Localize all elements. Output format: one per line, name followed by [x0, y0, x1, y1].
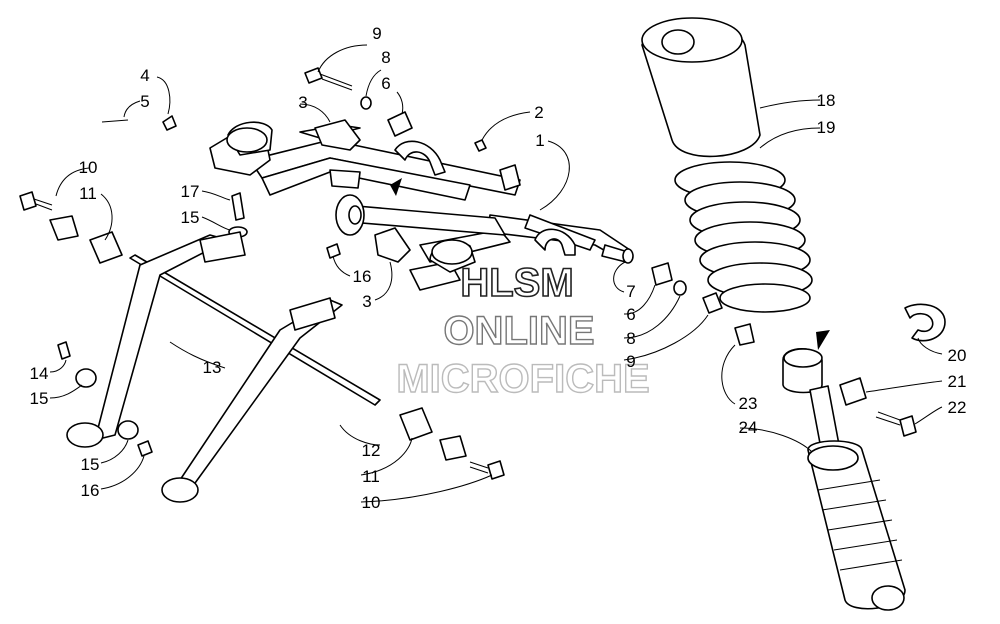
callout-8: 8	[381, 48, 390, 67]
bolt-22-head	[899, 415, 917, 437]
callout-11b: 11	[362, 467, 380, 486]
bolt-10-left-head	[19, 191, 37, 211]
callout-15b: 15	[30, 389, 49, 408]
bolt-9-right	[702, 292, 723, 314]
washer-8-top	[360, 96, 372, 110]
washer-15-left	[75, 368, 97, 388]
callout-6: 6	[381, 74, 390, 93]
spacer-21	[839, 377, 867, 406]
cap-left	[49, 215, 79, 241]
spring-clip-20	[904, 303, 946, 342]
arm-left	[94, 234, 229, 441]
callout-10b: 10	[362, 493, 381, 512]
watermark: HLSM ONLINE MICROFICHE	[396, 260, 651, 402]
callout-labels: 9 8 6 4 5 3 2 1 10 11 17 15 16 3 7 6 8 9…	[30, 24, 967, 512]
callout-5: 5	[140, 92, 149, 111]
callout-19: 19	[817, 118, 836, 137]
callout-3b: 3	[362, 292, 371, 311]
callout-17: 17	[181, 182, 200, 201]
bushing-23	[734, 323, 755, 346]
callout-11: 11	[79, 184, 97, 203]
callout-20: 20	[948, 346, 967, 365]
spring-19	[674, 161, 813, 313]
cap-right	[439, 435, 467, 461]
leader-lines	[49, 44, 943, 503]
watermark-line2: ONLINE	[443, 309, 594, 353]
rear-arm-assembly	[19, 191, 505, 503]
callout-12: 12	[362, 441, 381, 460]
callout-15c: 15	[81, 455, 100, 474]
swing-arm-hardware	[101, 67, 723, 314]
arrow-icon	[390, 178, 402, 196]
callout-9b: 9	[626, 352, 635, 371]
bolt-14	[57, 341, 71, 360]
callout-21: 21	[948, 372, 967, 391]
bushing-11-left	[89, 231, 123, 264]
bushing-3-top	[314, 119, 361, 151]
shock-absorber	[641, 17, 946, 611]
callout-8b: 8	[626, 329, 635, 348]
bushing-6-top	[387, 111, 413, 137]
callout-23: 23	[739, 394, 758, 413]
callout-10: 10	[79, 158, 98, 177]
swing-arm-frame	[209, 121, 634, 291]
bolt-17	[231, 192, 245, 221]
bushing-3-bottom	[374, 227, 411, 263]
pin-5	[101, 119, 129, 123]
watermark-line1: HLSM	[460, 261, 573, 305]
callout-16: 16	[353, 267, 372, 286]
callout-2: 2	[534, 103, 543, 122]
callout-9: 9	[372, 24, 381, 43]
callout-22: 22	[948, 398, 967, 417]
bushing-11-right	[399, 407, 433, 441]
body-24	[807, 440, 906, 610]
callout-24: 24	[739, 418, 758, 437]
grease-fitting-2	[474, 139, 487, 152]
callout-4: 4	[140, 66, 149, 85]
callout-3: 3	[298, 93, 307, 112]
nut-16-bottom	[137, 440, 153, 457]
bolt-10-right-head	[487, 460, 505, 480]
callout-14: 14	[30, 364, 49, 383]
washer-8-right	[673, 280, 687, 296]
washer-15-mid	[117, 420, 139, 440]
callout-1: 1	[535, 131, 544, 150]
callout-16b: 16	[81, 481, 100, 500]
bushing-6-right	[651, 262, 673, 286]
callout-7: 7	[626, 282, 635, 301]
nut-16-top	[326, 243, 341, 259]
callout-6b: 6	[626, 305, 635, 324]
clip-4	[162, 115, 177, 131]
bolt-9-head	[304, 67, 323, 84]
shaft-12	[129, 254, 381, 406]
callout-13: 13	[203, 358, 222, 377]
callout-15: 15	[181, 208, 200, 227]
arrow-icon	[816, 330, 830, 350]
callout-18: 18	[817, 91, 836, 110]
watermark-line3: MICROFICHE	[396, 357, 649, 401]
